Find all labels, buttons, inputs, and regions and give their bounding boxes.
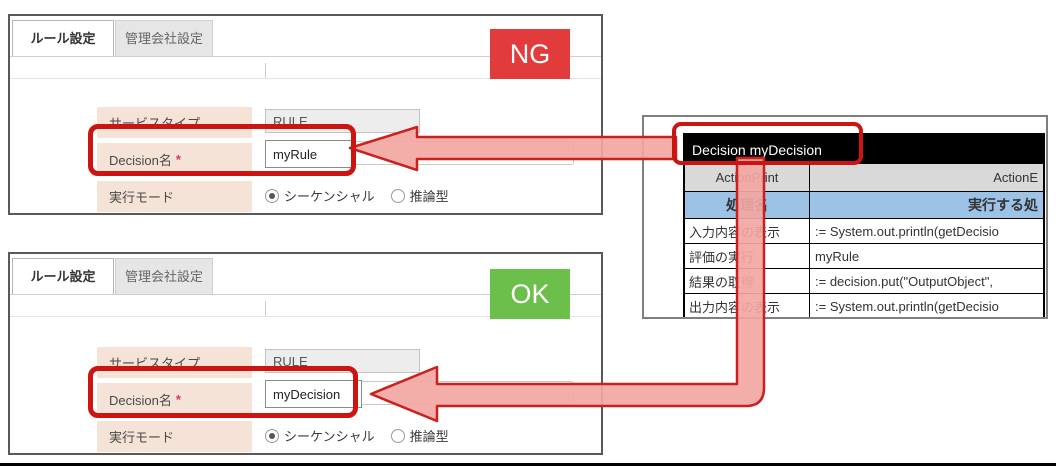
radio-sequential-label: シーケンシャル xyxy=(284,189,375,204)
radio-inference[interactable] xyxy=(390,428,405,443)
tabbar-divider xyxy=(10,294,601,295)
rule-settings-panel-ok: ルール設定 管理会社設定 OK サービスタイプ Decision名* 実行モード… xyxy=(8,252,603,455)
ok-badge: OK xyxy=(490,269,570,319)
service-type-input[interactable] xyxy=(265,349,420,373)
tab-rule-settings[interactable]: ルール設定 xyxy=(12,20,114,56)
tab-company-settings[interactable]: 管理会社設定 xyxy=(115,258,213,294)
decision-result-table-container: Decision myDecision ActionPrint ActionE … xyxy=(642,115,1048,319)
tab-company-settings[interactable]: 管理会社設定 xyxy=(115,20,213,56)
required-asterisk: * xyxy=(175,151,181,167)
required-asterisk: * xyxy=(175,391,181,407)
service-type-input[interactable] xyxy=(265,109,420,133)
service-type-label: サービスタイプ xyxy=(97,107,252,138)
decision-name-label: Decision名* xyxy=(97,143,252,175)
table-row: 入力内容の表示 := System.out.println(getDecisio xyxy=(685,219,1043,244)
section-divider xyxy=(10,78,601,79)
exec-mode-label: 実行モード xyxy=(97,181,252,212)
radio-sequential-label: シーケンシャル xyxy=(284,429,375,444)
radio-inference-label: 推論型 xyxy=(409,189,449,204)
exec-mode-radios: シーケンシャル 推論型 xyxy=(265,426,465,445)
radio-sequential[interactable] xyxy=(265,188,279,203)
cropped-field-edge xyxy=(265,301,266,316)
table-header-row: Decision myDecision xyxy=(685,135,1043,164)
radio-inference-label: 推論型 xyxy=(409,429,449,444)
table-row: ActionPrint ActionE xyxy=(685,164,1043,192)
table-row: 結果の取得 := decision.put("OutputObject", xyxy=(685,269,1043,294)
radio-sequential[interactable] xyxy=(265,428,279,443)
tab-rule-settings[interactable]: ルール設定 xyxy=(12,258,114,294)
rule-settings-panel-ng: ルール設定 管理会社設定 NG サービスタイプ Decision名* 実行モード… xyxy=(8,14,603,215)
bottom-border-line xyxy=(0,463,1056,466)
table-title: Decision myDecision xyxy=(692,141,822,158)
ng-badge: NG xyxy=(490,29,570,79)
decision-name-label: Decision名* xyxy=(97,383,252,415)
tabbar-divider xyxy=(10,56,601,57)
radio-inference[interactable] xyxy=(390,188,405,203)
table-row: 評価の実行 myRule xyxy=(685,244,1043,269)
cropped-field-edge xyxy=(265,63,266,78)
service-type-label: サービスタイプ xyxy=(97,347,252,378)
decision-name-input[interactable] xyxy=(265,380,362,408)
section-divider xyxy=(10,316,601,317)
exec-mode-radios: シーケンシャル 推論型 xyxy=(265,186,465,205)
decision-name-input[interactable] xyxy=(265,140,353,168)
table-row: 処理名 実行する処 xyxy=(685,192,1043,219)
exec-mode-label: 実行モード xyxy=(97,421,252,452)
table-row: 出力内容の表示 := System.out.println(getDecisio xyxy=(685,294,1043,317)
decision-result-table: Decision myDecision ActionPrint ActionE … xyxy=(683,133,1045,317)
